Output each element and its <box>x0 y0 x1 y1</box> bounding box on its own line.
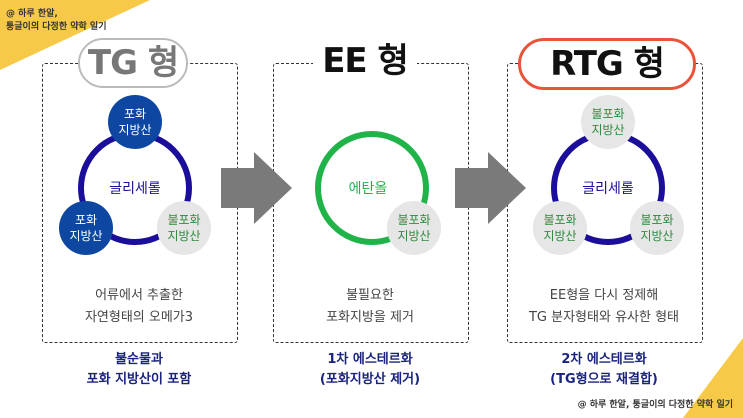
saturated-node-tg-left <box>59 201 113 255</box>
caption-rtg-line1: 2차 에스테르화 <box>561 352 647 367</box>
corner-decoration-bottom-right <box>683 338 743 418</box>
description-ee-line2: 포화지방을 제거 <box>326 310 414 325</box>
caption-tg-line1: 불순물과 <box>115 352 163 367</box>
unsaturated-node-ee <box>387 201 441 255</box>
saturated-node-tg-top <box>108 95 162 149</box>
title-ee: EE 형 <box>313 38 417 84</box>
description-ee-line1: 불필요한 <box>346 288 394 303</box>
description-rtg-line2: TG 분자형태와 유사한 형태 <box>528 310 679 325</box>
title-rtg: RTG 형 <box>518 38 696 90</box>
description-tg: 어류에서 추출한 자연형태의 오메가3 <box>24 285 254 329</box>
unsaturated-node-rtg-left <box>533 201 587 255</box>
description-rtg: EE형을 다시 정제해 TG 분자형태와 유사한 형태 <box>489 285 719 329</box>
unsaturated-node-tg-right <box>157 201 211 255</box>
unsaturated-node-rtg-right <box>630 201 684 255</box>
caption-ee: 1차 에스테르화 (포화지방산 제거) <box>255 350 485 390</box>
description-ee: 불필요한 포화지방을 제거 <box>255 285 485 329</box>
center-label-tg: 글리세롤 <box>109 181 161 197</box>
description-tg-line2: 자연형태의 오메가3 <box>84 310 194 325</box>
caption-tg: 불순물과 포화 지방산이 포함 <box>24 350 254 390</box>
caption-ee-line2: (포화지방산 제거) <box>319 372 421 387</box>
caption-rtg-line2: (TG형으로 재결합) <box>550 372 658 387</box>
watermark-bottom: @ 하루 한알, 퉁글이의 다정한 약학 일기 <box>577 400 733 410</box>
watermark-top-line2: 퉁글이의 다정한 약학 일기 <box>6 22 107 32</box>
title-tg: TG 형 <box>78 38 188 88</box>
description-tg-line1: 어류에서 추출한 <box>95 288 183 303</box>
ethanol-ring-ee <box>315 131 429 245</box>
unsaturated-node-rtg-top <box>581 95 635 149</box>
arrow-ee-to-rtg <box>455 152 526 224</box>
caption-rtg: 2차 에스테르화 (TG형으로 재결합) <box>489 350 719 390</box>
description-rtg-line1: EE형을 다시 정제해 <box>549 288 659 303</box>
watermark-top-line1: @ 하루 한알, <box>6 9 58 19</box>
caption-tg-line2: 포화 지방산이 포함 <box>86 372 192 387</box>
caption-ee-line1: 1차 에스테르화 <box>327 352 413 367</box>
center-label-ee: 에탄올 <box>349 181 388 197</box>
center-label-rtg: 글리세롤 <box>582 181 634 197</box>
arrow-tg-to-ee <box>221 152 292 224</box>
